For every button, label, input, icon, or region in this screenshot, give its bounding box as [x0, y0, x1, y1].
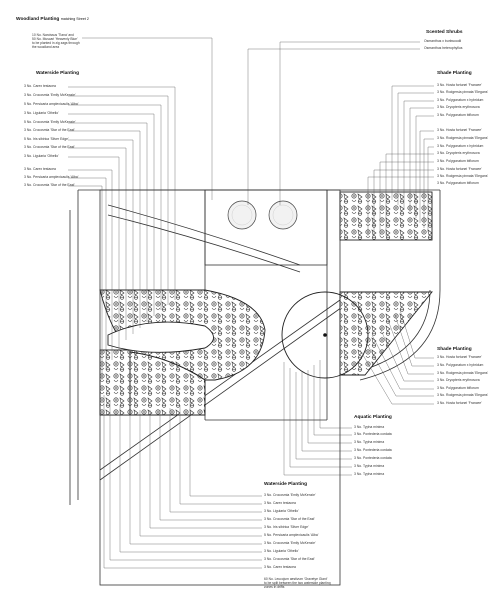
list-item: 3 No. Polygonatum biflorum	[437, 386, 479, 390]
list-item: 3 No. Crocosmia 'Star of the East'	[264, 517, 315, 521]
list-item: Osmanthus heterophyllus	[424, 46, 463, 50]
list-item: 3 No. Rodgersia pinnata 'Elegans'	[437, 174, 489, 178]
list-item: 3 No. Crocosmia 'Star of the East'	[264, 557, 315, 561]
waterside-bottom-note: 60 No. Leucojum aestivum 'Gravetye Giant…	[264, 577, 331, 590]
list-item: 3 No. Polygonatum biflorum	[437, 159, 479, 163]
list-item: 3 No. Hosta fortunei 'Francee'	[437, 83, 482, 87]
list-item: 3 No. Ligularia 'Othello'	[264, 549, 299, 553]
list-item: 3 No. Ligularia 'Othello'	[24, 154, 59, 158]
list-item: 3 No. Pontederia cordata	[354, 448, 392, 452]
list-item: 5 No. Crocosmia 'Emily McKenzie'	[24, 120, 76, 124]
list-item: 3 No. Polygonatum x hybridum	[437, 144, 484, 148]
list-item: 3 No. Persicaria amplexicaulis 'Alba'	[24, 175, 79, 179]
list-item: Osmanthus x burkwoodii	[424, 39, 462, 43]
list-item: 3 No. Polygonatum biflorum	[437, 113, 479, 117]
shade-bottom-heading: Shade Planting	[437, 347, 472, 352]
list-item: 3 No. Typha minima	[354, 440, 385, 444]
list-item: 5 No. Persicaria amplexicaulis 'Alba'	[24, 102, 79, 106]
list-item: 3 No. Crocosmia 'Star of the East'	[24, 183, 75, 187]
list-item: 3 No. Polygonatum biflorum	[437, 181, 479, 185]
shade-top-heading: Shade Planting	[437, 71, 472, 76]
woodland-heading: Woodland Planting matching Street 2	[16, 17, 89, 22]
list-item: 3 No. Dryopteris erythrosora	[437, 378, 480, 382]
list-item: 3 No. Dryopteris erythrosora	[437, 105, 480, 109]
woodland-note: 10 No. Narcissus 'Tiana' and 50 No. Musc…	[32, 33, 80, 50]
list-item: 5 No. Persicaria amplexicaulis 'Alba'	[264, 533, 319, 537]
list-item: 3 No. Rodgersia pinnata 'Elegans'	[437, 90, 489, 94]
list-item: 3 No. Crocosmia 'Emily McKenzie'	[264, 541, 316, 545]
list-item: 3 No. Ligularia 'Othello'	[264, 509, 299, 513]
list-item: 3 No. Crocosmia 'Star of the East'	[24, 128, 75, 132]
list-item: 3 No. Polygonatum x hybridum	[437, 363, 484, 367]
list-item: 3 No. Carex testacea	[264, 565, 296, 569]
scented-heading: Scented Shrubs	[426, 30, 463, 35]
list-item: 3 No. Typha minima	[354, 464, 385, 468]
list-item: 5 No. Iris sibirica 'Silver Edge'	[24, 137, 69, 141]
list-item: 3 No. Carex testacea	[24, 84, 56, 88]
list-item: 3 No. Dryopteris erythrosora	[437, 151, 480, 155]
list-item: 3 No. Rodgersia pinnata 'Elegans'	[437, 393, 489, 397]
aquatic-heading: Aquatic Planting	[354, 415, 392, 420]
list-item: 3 No. Hosta fortunei 'Francee'	[437, 401, 482, 405]
list-item: 3 No. Carex testacea	[264, 501, 296, 505]
list-item: 3 No. Crocosmia 'Emily McKenzie'	[264, 493, 316, 497]
list-item: 3 No. Rodgersia pinnata 'Elegans'	[437, 136, 489, 140]
list-item: 3 No. Hosta fortunei 'Francee'	[437, 167, 482, 171]
list-item: 3 No. Crocosmia 'Emily McKenzie'	[24, 93, 76, 97]
list-item: 3 No. Carex testacea	[24, 167, 56, 171]
list-item: 3 No. Typha minima	[354, 425, 385, 429]
list-item: 3 No. Rodgersia pinnata 'Elegans'	[437, 371, 489, 375]
list-item: 3 No. Polygonatum x hybridum	[437, 98, 484, 102]
list-item: 3 No. Hosta fortunei 'Francee'	[437, 128, 482, 132]
waterside-top-heading: Waterside Planting	[36, 71, 80, 76]
list-item: 3 No. Ligularia 'Othello'	[24, 111, 59, 115]
list-item: 3 No. Iris sibirica 'Silver Edge'	[264, 525, 309, 529]
list-item: 3 No. Pontederia cordata	[354, 432, 392, 436]
list-item: 3 No. Crocosmia 'Star of the East'	[24, 145, 75, 149]
list-item: 3 No. Typha minima	[354, 472, 385, 476]
waterside-bottom-heading: Waterside Planting	[264, 482, 308, 487]
list-item: 3 No. Hosta fortunei 'Francee'	[437, 355, 482, 359]
list-item: 3 No. Pontederia cordata	[354, 456, 392, 460]
